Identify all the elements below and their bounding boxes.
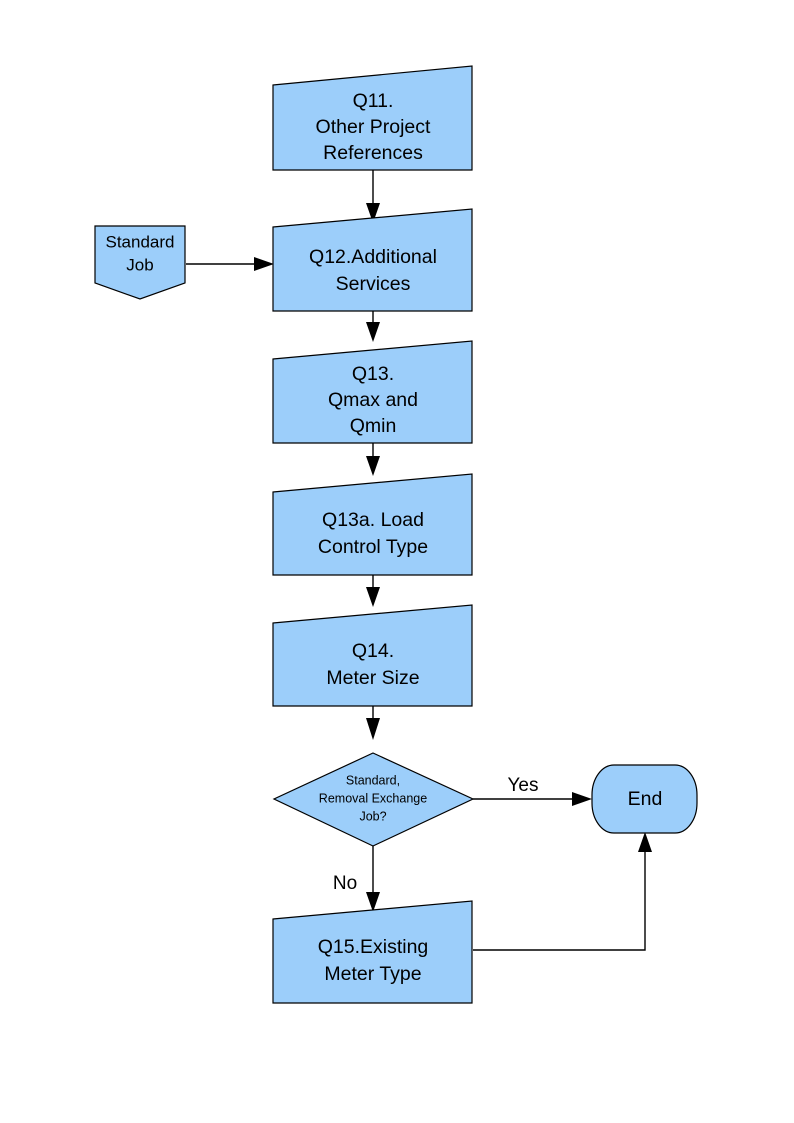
node-decision[interactable]: Standard, Removal Exchange Job? — [272, 752, 475, 847]
arrowhead-icon — [572, 792, 592, 806]
q13-label-line1: Q13. — [352, 363, 394, 385]
standard-job-shape — [94, 225, 186, 300]
q14-label-line1: Q14. — [352, 640, 394, 662]
decision-label-line3: Job? — [359, 809, 386, 823]
edge-label-no: No — [333, 873, 357, 894]
edge-q13a-q14 — [366, 575, 380, 607]
edge-q15-end — [473, 832, 652, 951]
node-q13[interactable]: Q13. Qmax and Qmin — [272, 340, 473, 444]
arrowhead-icon — [254, 257, 274, 271]
edge-q12-q13 — [366, 311, 380, 342]
q13-shape — [272, 340, 473, 444]
decision-shape — [272, 752, 475, 847]
decision-label-line1: Standard, — [346, 773, 400, 787]
q12-label-line1: Q12.Additional — [309, 246, 437, 268]
q14-shape — [272, 604, 473, 707]
arrowhead-icon — [366, 718, 380, 740]
arrowhead-icon — [366, 456, 380, 476]
q13a-shape — [272, 473, 473, 576]
node-q14[interactable]: Q14. Meter Size — [272, 604, 473, 707]
q11-label-line2: Other Project — [316, 116, 431, 138]
standard-job-label-line1: Standard — [106, 232, 175, 251]
q13-label-line3: Qmin — [350, 415, 397, 437]
standard-job-label-line2: Job — [126, 255, 153, 274]
q12-shape — [272, 208, 473, 312]
edge-q13-q13a — [366, 443, 380, 476]
q13-label-line2: Qmax and — [328, 389, 418, 411]
decision-label-line2: Removal Exchange — [319, 791, 427, 805]
q12-label-line2: Services — [336, 273, 411, 295]
q11-label-line3: References — [323, 142, 423, 164]
arrowhead-icon — [366, 322, 380, 342]
end-shape — [591, 764, 698, 834]
q15-shape — [272, 900, 473, 1004]
edge-q14-decision — [366, 706, 380, 740]
node-end[interactable]: End — [591, 764, 698, 834]
node-q12[interactable]: Q12.Additional Services — [272, 208, 473, 312]
node-q11[interactable]: Q11. Other Project References — [272, 65, 473, 171]
q15-label-line1: Q15.Existing — [318, 936, 429, 958]
q13a-label-line1: Q13a. Load — [322, 509, 424, 531]
node-q15[interactable]: Q15.Existing Meter Type — [272, 900, 473, 1004]
end-label: End — [628, 788, 663, 810]
node-q13a[interactable]: Q13a. Load Control Type — [272, 473, 473, 576]
arrowhead-icon — [638, 832, 652, 852]
arrowhead-icon — [366, 587, 380, 607]
edge-decision-end: Yes — [473, 775, 592, 806]
q13a-label-line2: Control Type — [318, 536, 428, 558]
edge-standardjob-q12 — [186, 257, 274, 271]
q15-label-line2: Meter Type — [324, 963, 421, 985]
q11-label-line1: Q11. — [353, 90, 394, 112]
edge-decision-q15: No — [333, 846, 380, 912]
edge-q11-q12 — [366, 170, 380, 223]
arrowhead-icon — [366, 203, 380, 223]
edge-label-yes: Yes — [508, 775, 539, 796]
arrowhead-icon — [366, 892, 380, 912]
node-standard-job[interactable]: Standard Job — [94, 225, 186, 300]
q14-label-line2: Meter Size — [326, 667, 419, 689]
q11-shape — [272, 65, 473, 171]
